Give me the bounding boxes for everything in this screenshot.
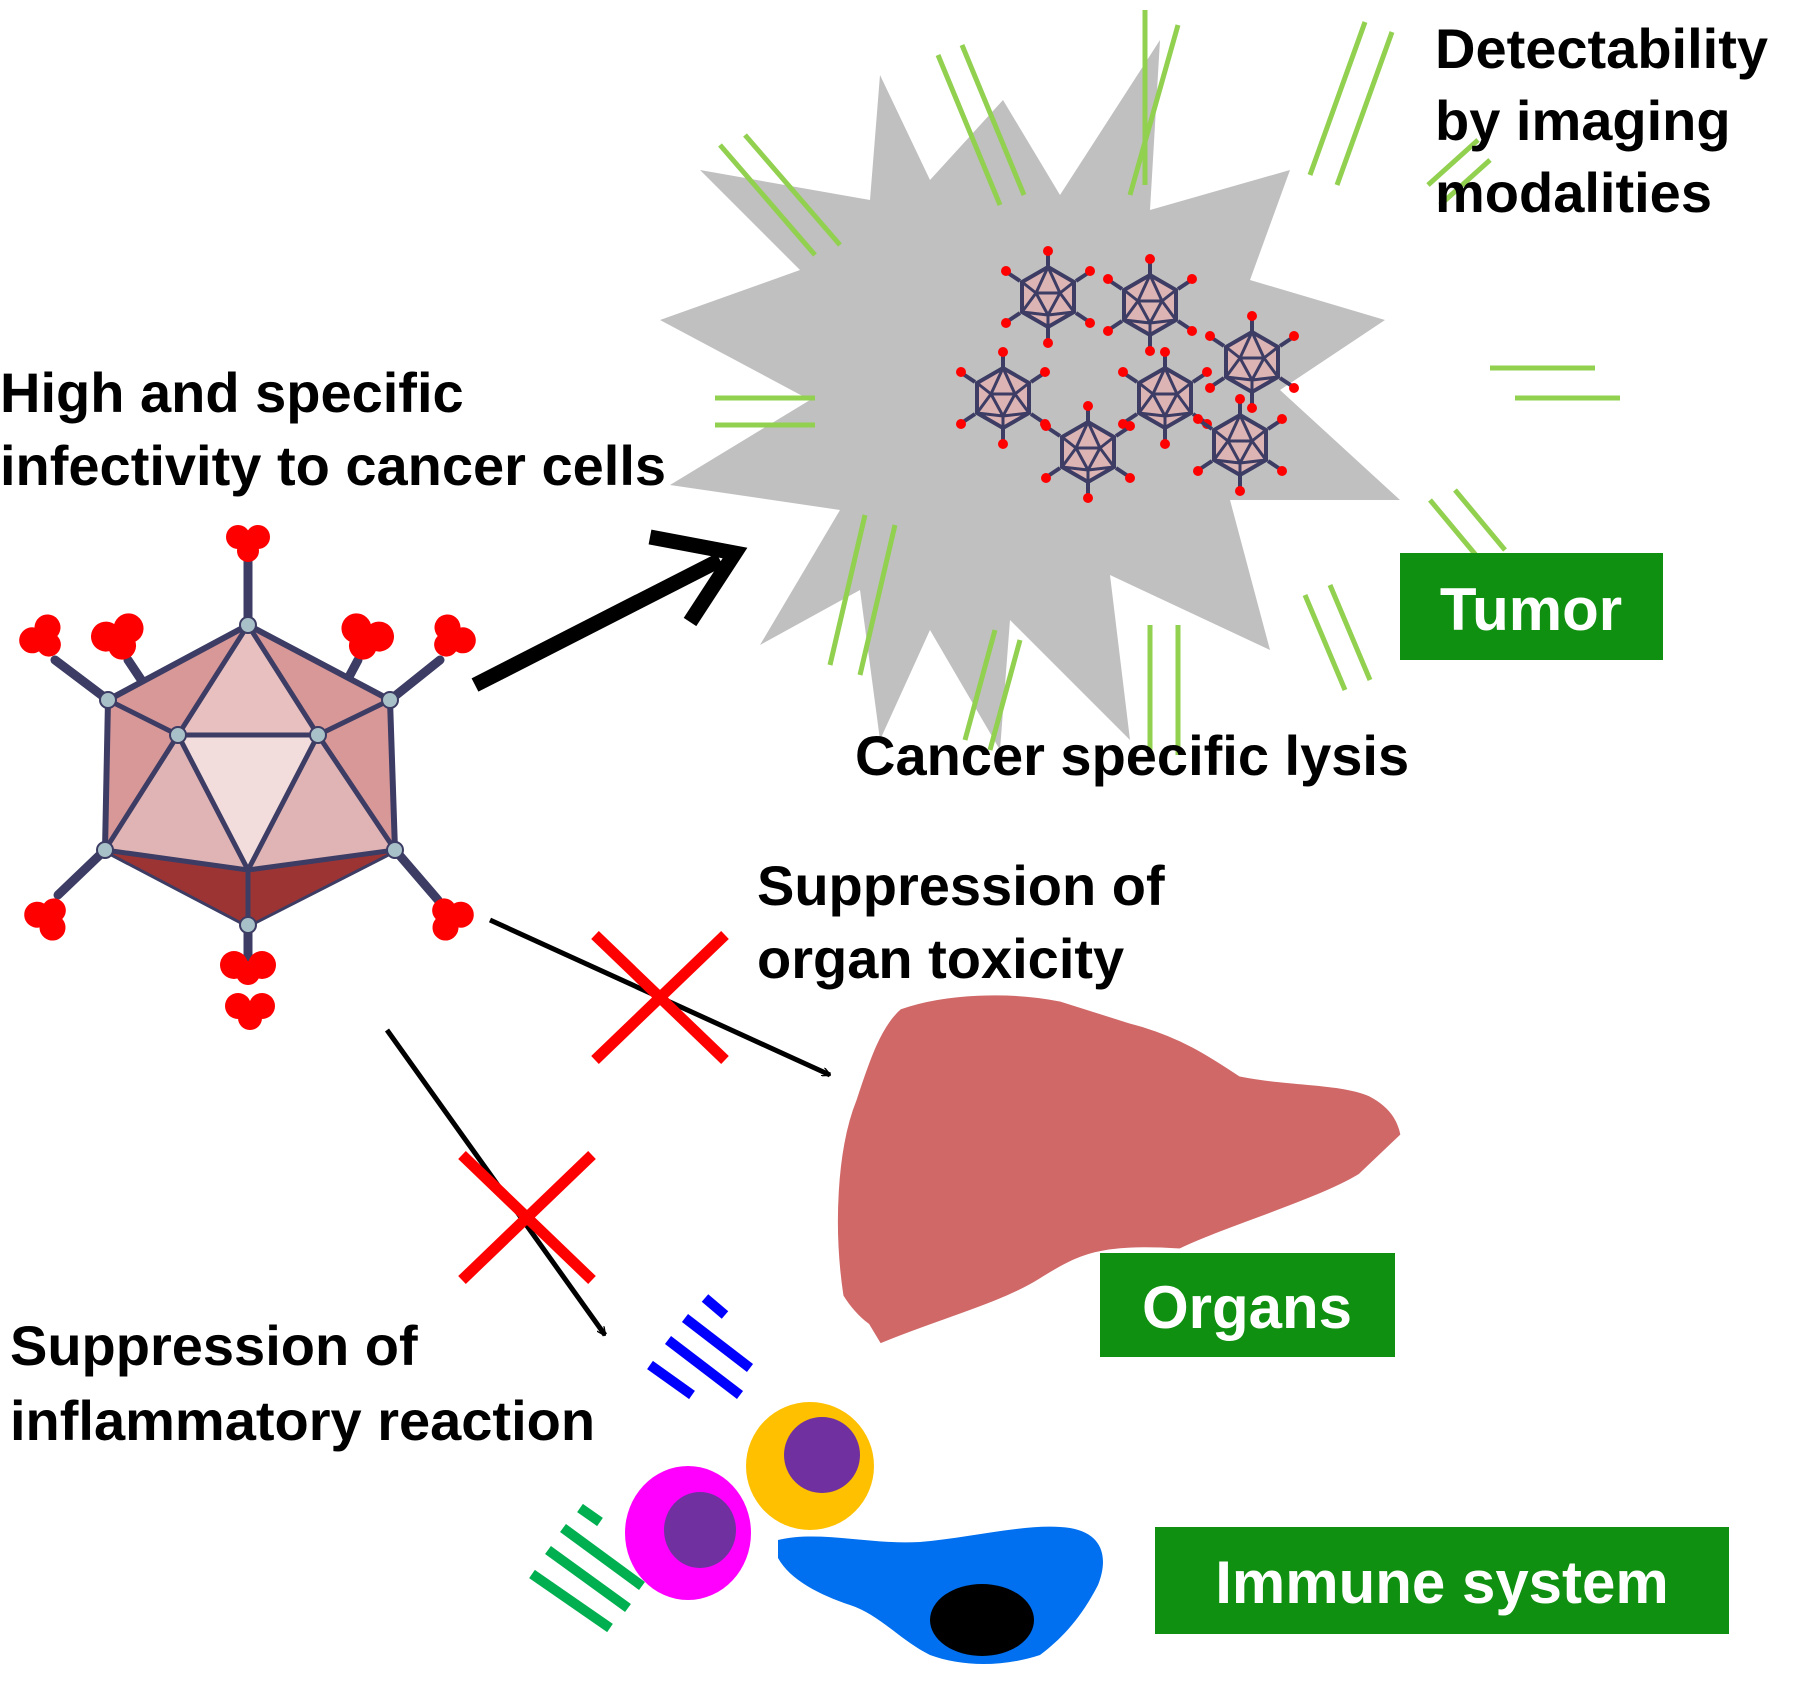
lysis-label: Cancer specific lysis — [855, 724, 1409, 787]
arrow-to-tumor — [471, 553, 724, 692]
organs-box — [1100, 1253, 1395, 1357]
tumor-box — [1400, 553, 1663, 660]
immune-cell-icon — [746, 1402, 874, 1530]
immune-box — [1155, 1527, 1729, 1634]
arrow-to-tumor-head — [648, 529, 748, 627]
imaging-signal-lines — [715, 10, 1620, 755]
liver-organ-icon — [834, 992, 1404, 1347]
antibody-icon — [647, 1294, 754, 1400]
detectability-label: Detectability by imaging modalities — [1435, 17, 1784, 224]
immune-cell-icon — [778, 1526, 1103, 1665]
inflammatory-label: Suppression of inflammatory reaction — [10, 1314, 595, 1452]
tumor-box-label: Tumor — [1440, 576, 1622, 643]
immune-cell-icon — [625, 1466, 751, 1600]
immune-box-label: Immune system — [1215, 1549, 1669, 1616]
infectivity-label: High and specific infectivity to cancer … — [0, 361, 666, 497]
block-cross-icon — [591, 931, 729, 1064]
block-cross-icon — [458, 1151, 596, 1284]
organ-toxicity-label: Suppression of organ toxicity — [757, 854, 1180, 990]
adenovirus-capsid-icon — [19, 525, 476, 1030]
organs-box-label: Organs — [1142, 1274, 1352, 1341]
antibody-icon — [529, 1503, 645, 1633]
